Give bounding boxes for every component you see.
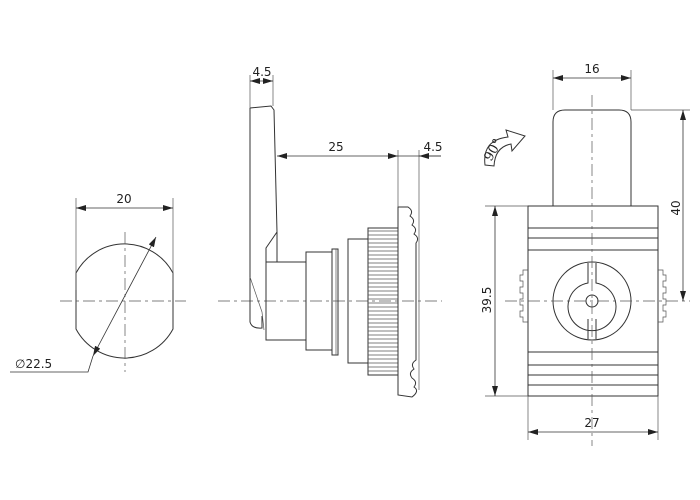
knurled-ring bbox=[367, 227, 399, 376]
dim-diameter-label: ∅22.5 bbox=[15, 357, 52, 371]
dim-diameter bbox=[92, 236, 157, 357]
lever bbox=[249, 105, 306, 341]
teeth-left bbox=[519, 269, 528, 323]
side-view: 4.5 25 4.5 bbox=[218, 65, 443, 398]
rear-view: 16 40 39.5 27 90° bbox=[480, 62, 690, 446]
flange bbox=[397, 206, 419, 398]
dim-handle-width-label: 16 bbox=[584, 62, 599, 76]
dim-body-height-label: 39.5 bbox=[480, 287, 494, 314]
dim-length-label: 25 bbox=[328, 140, 343, 154]
rotation-arrow-icon bbox=[484, 129, 526, 167]
dim-body-width-label: 27 bbox=[584, 416, 599, 430]
handle bbox=[552, 109, 632, 206]
front-view: 20 ∅22.5 bbox=[10, 192, 186, 373]
dim-width-label: 20 bbox=[116, 192, 131, 206]
dim-lever-thickness-label: 4.5 bbox=[252, 65, 271, 79]
dim-flange-label: 4.5 bbox=[423, 140, 442, 154]
teeth-right bbox=[658, 269, 667, 323]
dim-height-label: 40 bbox=[669, 200, 683, 215]
